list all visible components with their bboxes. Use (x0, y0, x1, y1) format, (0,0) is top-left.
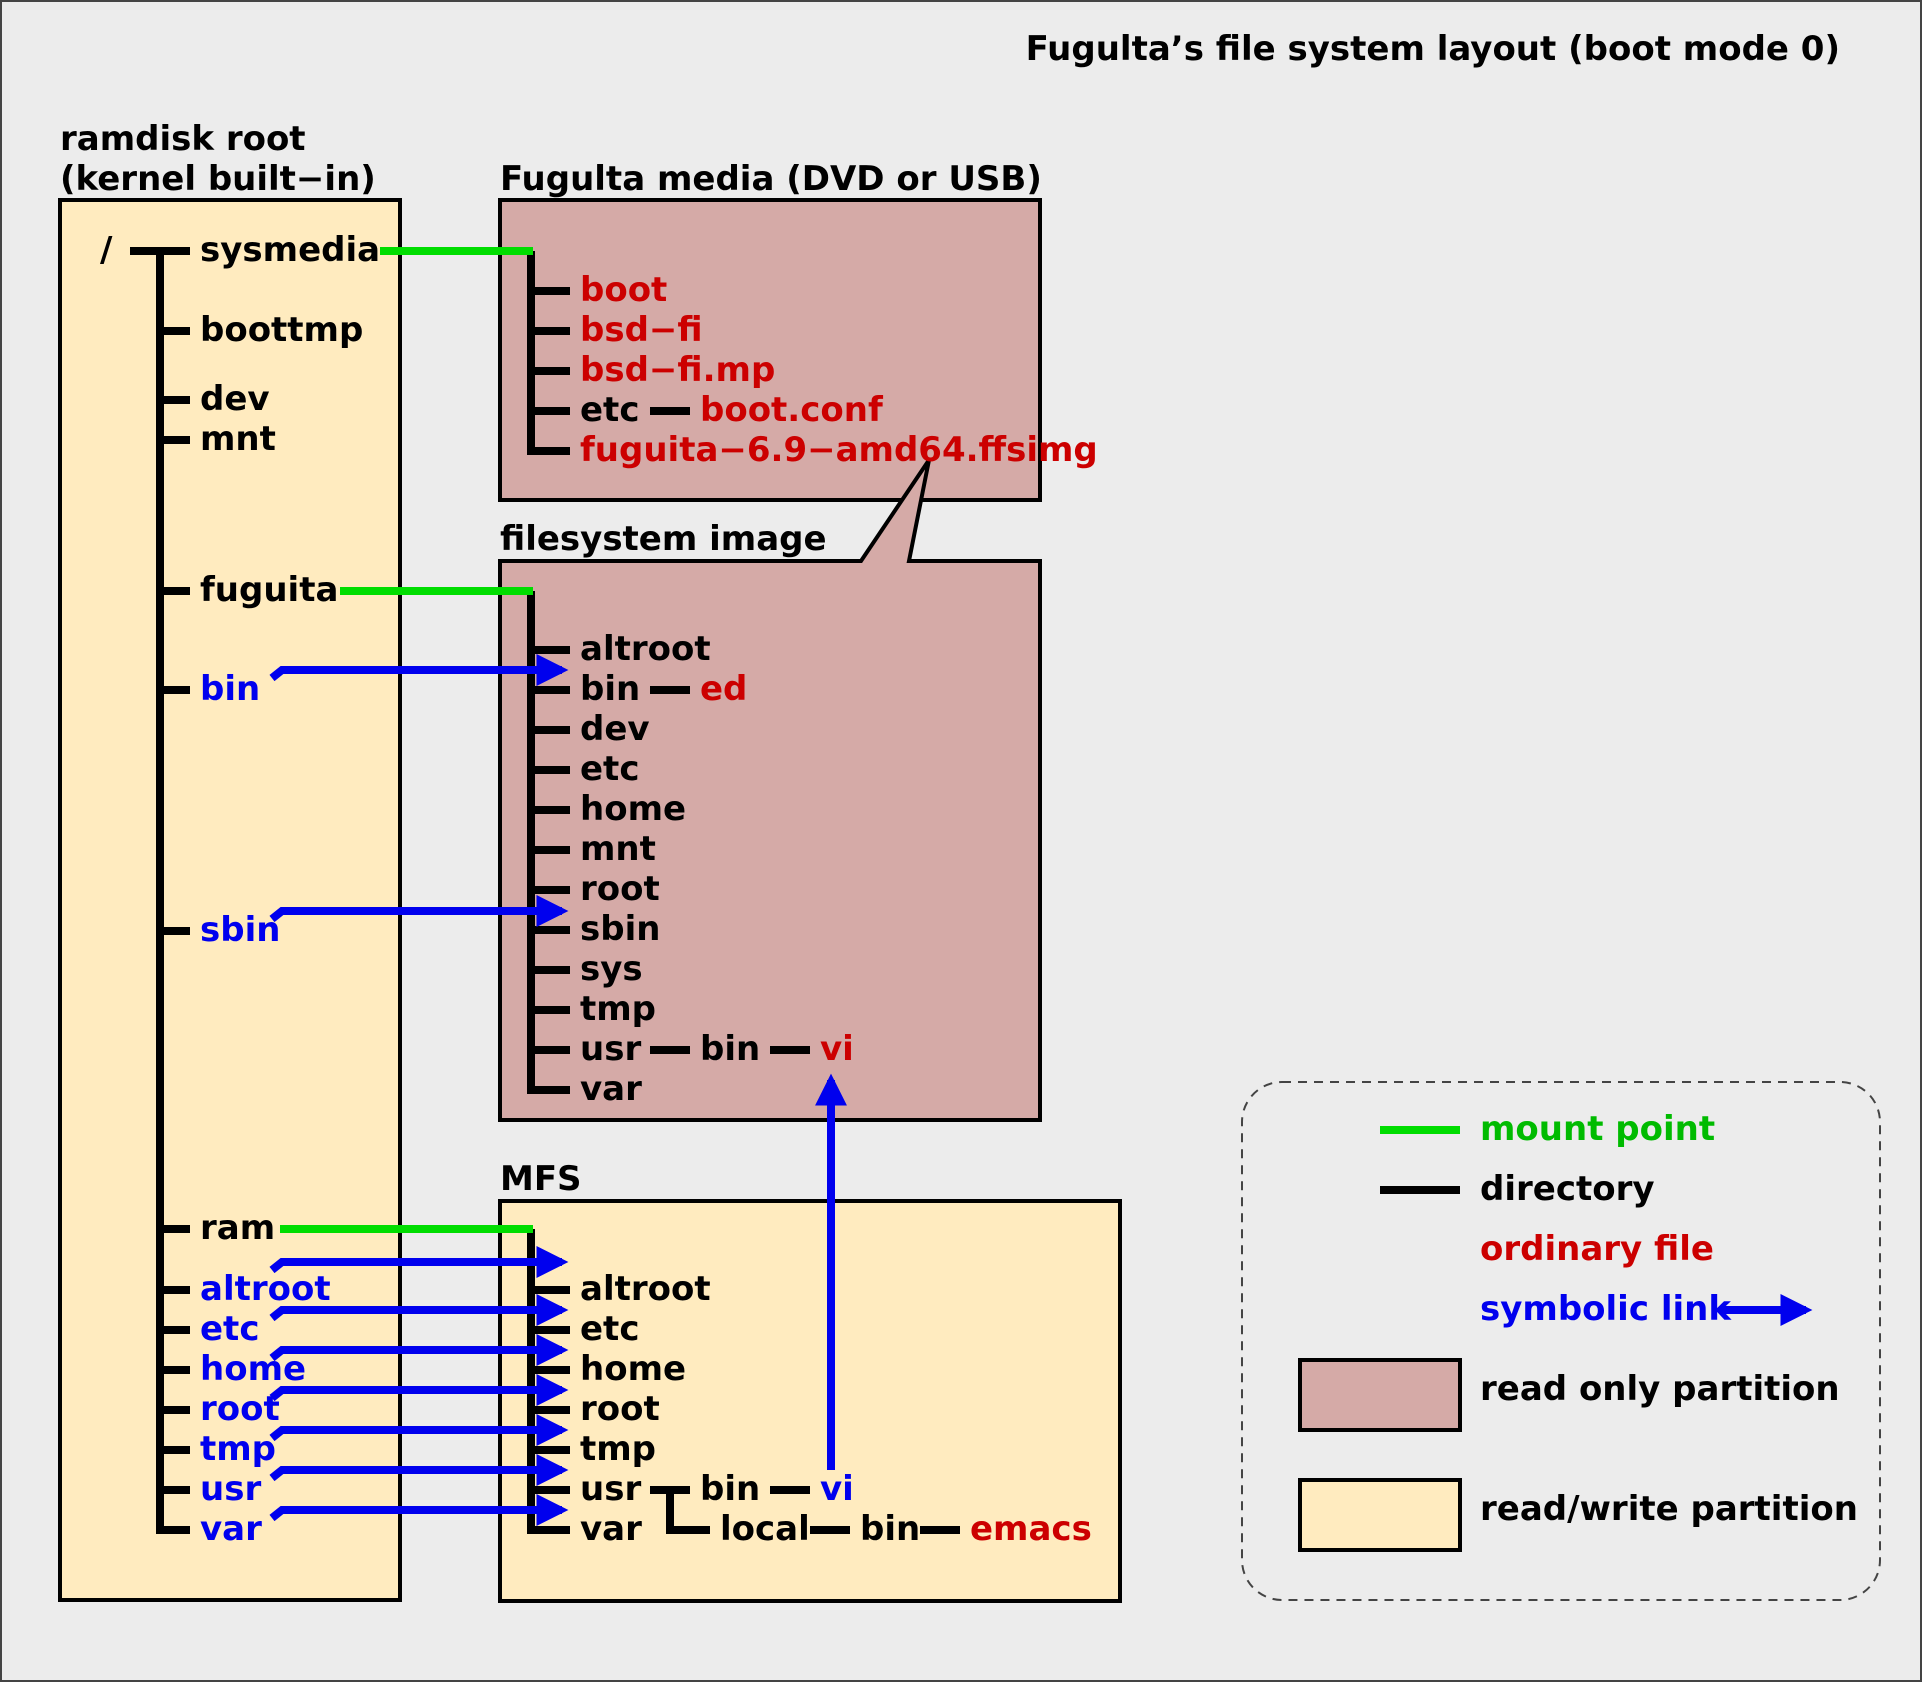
mfs-vi-link: vi (820, 1469, 854, 1509)
mfs-tree-lines (527, 1229, 960, 1534)
link-arrow-var (269, 1494, 569, 1526)
ramdisk-usr-link: usr (200, 1469, 261, 1509)
media-bsd-fi-mp-file: bsd−fi.mp (580, 350, 775, 390)
ramdisk-var-link: var (200, 1509, 262, 1549)
image-tmp: tmp (580, 989, 656, 1029)
ramdisk-boottmp: boottmp (200, 310, 363, 350)
link-arrow-bin (269, 654, 569, 686)
mfs-emacs-file: emacs (970, 1509, 1092, 1549)
image-tree-labels: altroot bin ed dev etc home mnt root sbi… (580, 629, 854, 1109)
ramdisk-mnt: mnt (200, 419, 276, 459)
media-tree-lines (527, 251, 690, 455)
image-etc: etc (580, 749, 639, 789)
image-tree-lines (527, 591, 810, 1094)
ramdisk-dev: dev (200, 379, 270, 419)
legend-symbolic-link-label: symbolic link (1480, 1289, 1732, 1329)
image-root: root (580, 869, 660, 909)
ramdisk-fuguita: fuguita (200, 570, 338, 610)
image-mnt: mnt (580, 829, 656, 869)
mfs-box (498, 1199, 1122, 1603)
legend-directory-label: directory (1480, 1169, 1655, 1209)
image-usr-bin: bin (700, 1029, 760, 1069)
mfs-tree-labels: altroot etc home root tmp usr bin vi var… (580, 1269, 1092, 1549)
link-arrow-tmp (269, 1414, 569, 1446)
link-arrow-altroot (269, 1246, 569, 1278)
image-sbin: sbin (580, 909, 660, 949)
legend-mount-point-label: mount point (1480, 1109, 1715, 1149)
image-var: var (580, 1069, 642, 1109)
ramdisk-tree-lines (130, 247, 190, 1534)
ramdisk-label-line2: (kernel built−in) (60, 159, 376, 199)
legend-box (1241, 1081, 1881, 1601)
mfs-usr-bin: bin (700, 1469, 760, 1509)
mfs-var: var (580, 1509, 642, 1549)
link-arrow-sbin (269, 895, 569, 927)
image-dev: dev (580, 709, 650, 749)
symbolic-link-arrows (269, 654, 847, 1526)
media-boot-conf-file: boot.conf (700, 390, 884, 430)
mfs-usr: usr (580, 1469, 641, 1509)
media-label: Fugulta media (DVD or USB) (500, 159, 1042, 199)
ramdisk-etc-link: etc (200, 1309, 259, 1349)
legend: mount point directory ordinary file symb… (1298, 1109, 1858, 1552)
media-etc: etc (580, 390, 639, 430)
ramdisk-root-link: root (200, 1389, 280, 1429)
media-tree-labels: boot bsd−fi bsd−fi.mp etc boot.conf fugu… (580, 270, 1098, 470)
media-box (498, 198, 1042, 502)
legend-read-write-swatch (1298, 1478, 1462, 1552)
mfs-tmp: tmp (580, 1429, 656, 1469)
image-altroot: altroot (580, 629, 711, 669)
ramdisk-altroot-link: altroot (200, 1269, 331, 1309)
ramdisk-home-link: home (200, 1349, 306, 1389)
ramdisk-bin-link: bin (200, 669, 260, 709)
ramdisk-label-line1: ramdisk root (60, 119, 306, 159)
page-title: Fugulta’s file system layout (boot mode … (1026, 29, 1840, 69)
mount-point-lines (280, 247, 533, 1233)
mfs-altroot: altroot (580, 1269, 711, 1309)
image-ed-file: ed (700, 669, 747, 709)
mfs-local: local (720, 1509, 810, 1549)
link-arrow-usr (269, 1454, 569, 1486)
ramdisk-tree-labels: / sysmedia boottmp dev mnt fuguita bin s… (100, 230, 380, 1549)
image-vi-file: vi (820, 1029, 854, 1069)
mfs-home: home (580, 1349, 686, 1389)
media-ffsimg-file: fuguita−6.9−amd64.ffsimg (580, 430, 1098, 470)
legend-ordinary-file-label: ordinary file (1480, 1229, 1714, 1269)
image-sys: sys (580, 949, 643, 989)
media-bsd-fi-file: bsd−fi (580, 310, 703, 350)
media-boot-file: boot (580, 270, 667, 310)
link-arrow-home (269, 1334, 569, 1366)
legend-read-only-label: read only partition (1480, 1369, 1840, 1409)
mfs-local-bin: bin (860, 1509, 920, 1549)
ramdisk-tmp-link: tmp (200, 1429, 276, 1469)
mfs-etc: etc (580, 1309, 639, 1349)
legend-read-write-label: read/write partition (1480, 1489, 1858, 1529)
ramdisk-sbin-link: sbin (200, 910, 280, 950)
image-home: home (580, 789, 686, 829)
ramdisk-root-slash: / (100, 230, 113, 270)
mfs-label: MFS (500, 1159, 582, 1199)
image-usr: usr (580, 1029, 641, 1069)
ramdisk-root-box (58, 198, 402, 1602)
link-arrow-etc (269, 1294, 569, 1326)
ramdisk-ram: ram (200, 1208, 275, 1248)
ramdisk-sysmedia: sysmedia (200, 230, 380, 270)
mfs-root: root (580, 1389, 660, 1429)
image-bin: bin (580, 669, 640, 709)
link-arrow-root (269, 1374, 569, 1406)
legend-read-only-swatch (1298, 1358, 1462, 1432)
filesystem-image-box (498, 458, 1042, 1122)
filesystem-image-label: filesystem image (500, 519, 827, 559)
